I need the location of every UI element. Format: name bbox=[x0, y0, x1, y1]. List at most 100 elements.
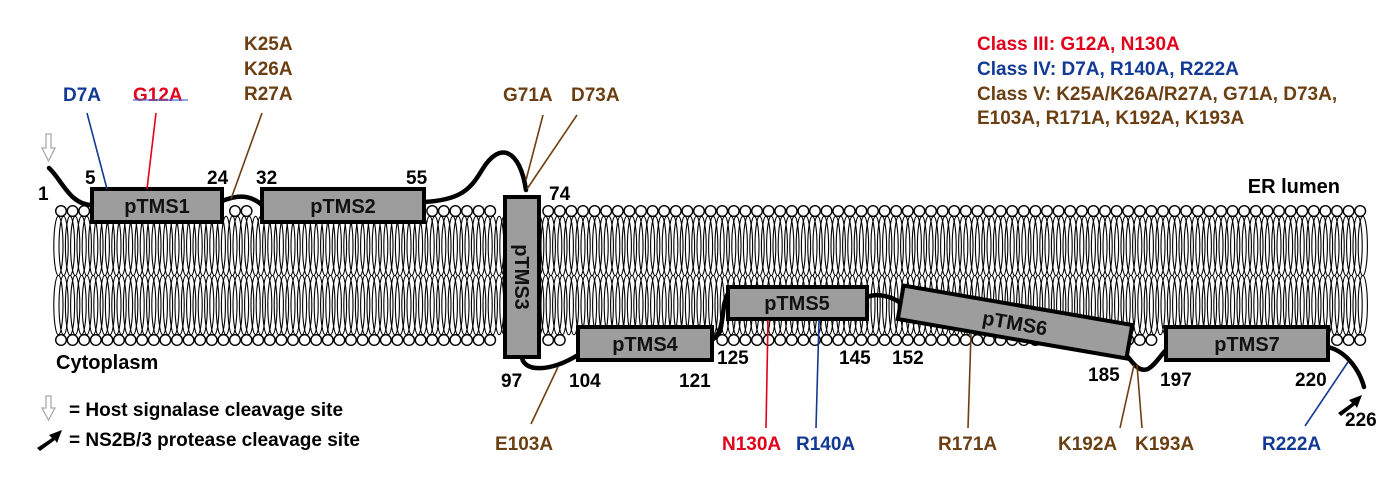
lipid-head bbox=[461, 334, 474, 347]
lipid-head bbox=[936, 334, 949, 347]
lipid-head bbox=[205, 334, 218, 347]
lipid-tail bbox=[1236, 215, 1247, 277]
lipid-head bbox=[716, 334, 729, 347]
lipid-head bbox=[1075, 204, 1088, 217]
lipid-tail bbox=[436, 215, 447, 277]
lipid-tail bbox=[1224, 215, 1236, 277]
residue-number-start: 74 bbox=[549, 184, 571, 205]
lipid-head bbox=[287, 334, 300, 347]
lipid-tail bbox=[447, 215, 458, 277]
lipid-head bbox=[785, 204, 798, 217]
domain-label: pTMS2 bbox=[310, 196, 376, 218]
lipid-head bbox=[437, 334, 450, 347]
residue-number-start: 125 bbox=[717, 348, 749, 369]
lipid-tail bbox=[923, 215, 934, 277]
lipid-tail bbox=[99, 274, 110, 336]
lipid-head bbox=[762, 334, 775, 347]
lipid-tail bbox=[575, 215, 586, 277]
lipid-tail bbox=[633, 215, 644, 277]
lipid-head bbox=[1342, 204, 1355, 217]
lipid-tail bbox=[679, 215, 690, 277]
lipid-head bbox=[298, 334, 311, 347]
lipid-tail bbox=[772, 215, 783, 277]
lipid-tail bbox=[552, 215, 563, 277]
lipid-tail bbox=[1143, 274, 1154, 336]
pointer-k193a bbox=[1136, 364, 1143, 429]
lipid-tail bbox=[378, 274, 389, 336]
lipid-head bbox=[704, 204, 717, 217]
lipid-tail bbox=[389, 274, 400, 336]
lipid-tail bbox=[111, 215, 122, 277]
lipid-tail bbox=[296, 215, 308, 277]
lipid-tail bbox=[157, 274, 168, 336]
lipid-tail bbox=[204, 274, 215, 336]
lipid-tail bbox=[1357, 274, 1368, 336]
lipid-head bbox=[356, 334, 369, 347]
residue-number-end: 97 bbox=[501, 371, 522, 392]
lipid-tail bbox=[215, 274, 226, 336]
lipid-tail bbox=[958, 215, 969, 277]
lipid-tail bbox=[482, 215, 493, 277]
lipid-head bbox=[1133, 334, 1146, 347]
lipid-tail bbox=[412, 274, 424, 336]
residue-number-end: 55 bbox=[406, 168, 428, 189]
mutation-label-g71a: G71A bbox=[503, 85, 553, 106]
lipid-head bbox=[878, 204, 891, 217]
lipid-tail bbox=[1352, 274, 1363, 336]
pointer-r171a bbox=[967, 333, 972, 429]
lipid-head bbox=[890, 334, 903, 347]
lipid-head bbox=[1261, 204, 1274, 217]
lipid-head bbox=[217, 334, 230, 347]
lipid-head bbox=[983, 204, 996, 217]
lipid-tail bbox=[876, 215, 888, 277]
lipid-head bbox=[1122, 204, 1135, 217]
lipid-head bbox=[1249, 204, 1262, 217]
lipid-tail bbox=[308, 215, 319, 277]
lipid-head bbox=[228, 334, 241, 347]
mutation-label-k192a: K192A bbox=[1058, 434, 1117, 455]
lipid-tail bbox=[192, 215, 203, 277]
domain-ptms1: pTMS1 bbox=[90, 187, 224, 224]
lipid-tail bbox=[169, 274, 180, 336]
lipid-tail bbox=[470, 274, 482, 336]
tm-domains: pTMS1 pTMS2 pTMS3 pTMS4 pTMS5 pTMS6 pTMS… bbox=[90, 187, 1330, 362]
residue-number-start: 152 bbox=[892, 348, 924, 369]
mutation-label-k25a: K25A bbox=[244, 34, 293, 55]
residue-number-end: 145 bbox=[839, 348, 871, 369]
lipid-tail bbox=[354, 215, 366, 277]
lipid-tail bbox=[227, 274, 238, 336]
lipid-head bbox=[948, 334, 961, 347]
lipid-tail bbox=[1340, 274, 1352, 336]
lipid-head bbox=[1330, 204, 1343, 217]
lipid-tail bbox=[691, 215, 702, 277]
legend-ns2b3-protease-icon bbox=[37, 430, 62, 451]
lipid-tail bbox=[1143, 215, 1154, 277]
lipid-head bbox=[1145, 334, 1158, 347]
lipid-tail bbox=[1178, 215, 1189, 277]
lipid-bilayer bbox=[53, 204, 1368, 347]
lipid-head bbox=[78, 204, 91, 217]
lipid-head bbox=[553, 334, 566, 347]
lipid-head bbox=[959, 334, 972, 347]
pointer-r222a bbox=[1304, 361, 1349, 427]
lipid-tail bbox=[192, 274, 203, 336]
lipid-head bbox=[1272, 204, 1285, 217]
lipid-tail bbox=[563, 215, 574, 277]
lipid-tail bbox=[644, 215, 656, 277]
lipid-tail bbox=[320, 215, 331, 277]
lipid-head bbox=[472, 334, 485, 347]
lipid-tail bbox=[76, 274, 87, 336]
lipid-head bbox=[727, 204, 740, 217]
domain-ptms2: pTMS2 bbox=[260, 187, 426, 224]
lipid-tail bbox=[1155, 215, 1166, 277]
lipid-tail bbox=[459, 274, 470, 336]
lipid-tail bbox=[320, 274, 331, 336]
lipid-tail bbox=[53, 215, 64, 277]
lipid-head bbox=[843, 204, 856, 217]
lipid-head bbox=[611, 204, 624, 217]
residue-number-end: 185 bbox=[1088, 365, 1120, 386]
lipid-tail bbox=[227, 215, 238, 277]
loop-97-104 bbox=[519, 352, 581, 371]
lipid-tail bbox=[169, 215, 180, 277]
lipid-head bbox=[345, 334, 358, 347]
